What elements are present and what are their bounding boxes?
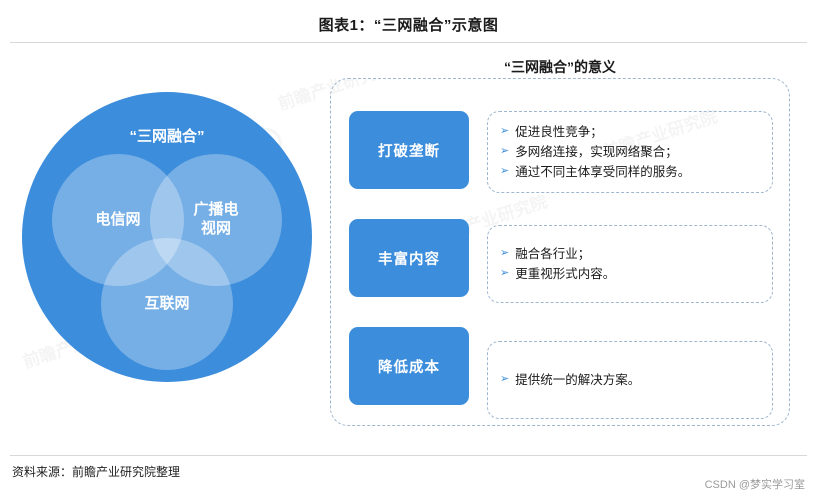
- arrow-icon: ➢: [500, 267, 510, 279]
- bullet-text: 融合各行业；: [515, 247, 591, 261]
- venn-circle-broadcast-label-line1: 广播电: [193, 201, 239, 219]
- venn-outer-label: “三网融合”: [129, 128, 205, 145]
- meaning-row-3: 降低成本 ➢ 提供统一的解决方案。: [349, 327, 773, 419]
- arrow-icon: ➢: [500, 125, 510, 137]
- venn-outer-circle: [22, 92, 312, 382]
- source-note: 资料来源：前瞻产业研究院整理: [12, 465, 181, 479]
- bullet-text: 更重视形式内容。: [515, 267, 616, 281]
- meaning-bullets-1: ➢ 促进良性竞争； ➢ 多网络连接，实现网络聚合； ➢ 通过不同主体享受同样的服…: [487, 111, 773, 193]
- bullet-item: ➢ 多网络连接，实现网络聚合；: [500, 142, 760, 162]
- meaning-row-2: 丰富内容 ➢ 融合各行业； ➢ 更重视形式内容。: [349, 219, 773, 303]
- right-panel-title: “三网融合”的意义: [330, 55, 790, 79]
- meaning-label-2: 丰富内容: [349, 219, 469, 297]
- arrow-icon: ➢: [500, 145, 510, 157]
- venn-diagram: “三网融合” 电信网 广播电 视网 互联网: [22, 92, 312, 382]
- bullet-item: ➢ 更重视形式内容。: [500, 264, 760, 284]
- venn-circle-telecom: 电信网: [52, 154, 184, 286]
- venn-circle-internet-label: 互联网: [144, 294, 190, 312]
- bottom-divider: [10, 455, 807, 456]
- venn-circle-broadcast: 广播电 视网: [150, 154, 282, 286]
- bullet-text: 促进良性竞争；: [515, 125, 603, 139]
- venn-circle-internet: 互联网: [101, 238, 233, 370]
- bullet-text: 提供统一的解决方案。: [515, 373, 641, 387]
- meaning-row-1: 打破垄断 ➢ 促进良性竞争； ➢ 多网络连接，实现网络聚合； ➢ 通过不同主体享…: [349, 111, 773, 193]
- bullet-item: ➢ 融合各行业；: [500, 244, 760, 264]
- arrow-icon: ➢: [500, 373, 510, 385]
- meaning-bullets-2: ➢ 融合各行业； ➢ 更重视形式内容。: [487, 225, 773, 303]
- meaning-label-3: 降低成本: [349, 327, 469, 405]
- top-divider: [10, 42, 807, 43]
- bullet-text: 多网络连接，实现网络聚合；: [515, 145, 678, 159]
- bullet-item: ➢ 提供统一的解决方案。: [500, 370, 760, 390]
- meaning-bullets-3: ➢ 提供统一的解决方案。: [487, 341, 773, 419]
- page-title: 图表1：“三网融合”示意图: [318, 17, 499, 34]
- venn-circle-telecom-label: 电信网: [95, 210, 141, 228]
- right-panel: 打破垄断 ➢ 促进良性竞争； ➢ 多网络连接，实现网络聚合； ➢ 通过不同主体享…: [330, 78, 790, 426]
- credit-watermark: CSDN @梦实学习室: [704, 479, 805, 491]
- arrow-icon: ➢: [500, 247, 510, 259]
- arrow-icon: ➢: [500, 165, 510, 177]
- venn-circle-broadcast-label-line2: 视网: [200, 220, 231, 237]
- bullet-text: 通过不同主体享受同样的服务。: [515, 165, 691, 179]
- meaning-label-1: 打破垄断: [349, 111, 469, 189]
- bullet-item: ➢ 促进良性竞争；: [500, 122, 760, 142]
- bullet-item: ➢ 通过不同主体享受同样的服务。: [500, 162, 760, 182]
